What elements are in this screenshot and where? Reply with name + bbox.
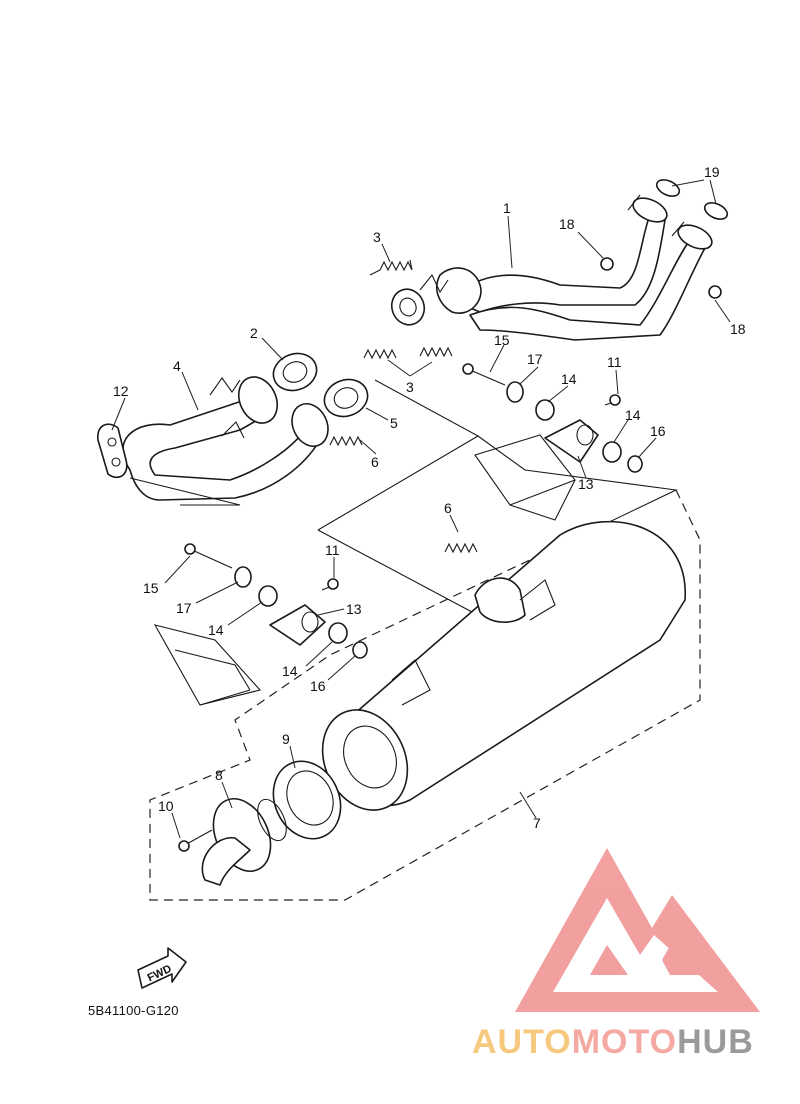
exhaust-pipe-front bbox=[436, 194, 713, 341]
callout-13-right: 13 bbox=[578, 476, 594, 492]
callout-5: 5 bbox=[390, 415, 398, 431]
gasket-19a bbox=[655, 179, 681, 197]
leader-lines bbox=[111, 179, 731, 839]
callout-3-bottom: 3 bbox=[406, 379, 414, 395]
callout-11-right: 11 bbox=[607, 354, 622, 370]
gasket-2 bbox=[272, 352, 318, 392]
callout-6-upper: 6 bbox=[371, 454, 379, 470]
callout-6-lower: 6 bbox=[444, 500, 452, 516]
callout-14-a: 14 bbox=[561, 371, 577, 387]
grommet-14b bbox=[602, 441, 622, 463]
nut-18a bbox=[600, 257, 614, 271]
bolt-11b bbox=[321, 578, 339, 591]
callout-14-c: 14 bbox=[208, 622, 224, 638]
callout-3-top: 3 bbox=[373, 229, 381, 245]
callout-12: 12 bbox=[113, 383, 129, 399]
callout-10: 10 bbox=[158, 798, 174, 814]
collar-17b bbox=[234, 566, 252, 588]
automotohub-logo bbox=[515, 848, 760, 1012]
spring-6a bbox=[329, 435, 363, 447]
bracket-13a bbox=[544, 419, 599, 463]
frame-section-b bbox=[153, 624, 262, 706]
callout-15-left: 15 bbox=[143, 580, 159, 596]
gasket-5 bbox=[323, 378, 369, 418]
frame-section-a bbox=[474, 434, 576, 521]
callout-16-left: 16 bbox=[310, 678, 326, 694]
callout-18-right: 18 bbox=[730, 321, 746, 337]
callout-18-left: 18 bbox=[559, 216, 575, 232]
spring-3b bbox=[363, 348, 397, 360]
bolt-10 bbox=[178, 829, 213, 852]
callout-15-right: 15 bbox=[494, 332, 510, 348]
bracket-13b bbox=[269, 604, 326, 646]
callout-19: 19 bbox=[704, 164, 720, 180]
gasket-9 bbox=[272, 760, 342, 840]
fwd-arrow-icon: FWD bbox=[137, 947, 187, 989]
bolt-15a bbox=[462, 363, 506, 386]
callout-4: 4 bbox=[173, 358, 181, 374]
callout-17-left: 17 bbox=[176, 600, 192, 616]
callout-8: 8 bbox=[215, 767, 223, 783]
spring-3c bbox=[419, 346, 453, 358]
washer-16a bbox=[627, 455, 643, 473]
watermark-text: AUTOMOTOHUB bbox=[472, 1023, 754, 1061]
spring-6b bbox=[444, 542, 478, 554]
callout-7: 7 bbox=[533, 815, 541, 831]
damper-12 bbox=[97, 423, 128, 479]
grommet-14d bbox=[328, 622, 348, 644]
callout-11-left: 11 bbox=[325, 542, 340, 558]
bolt-15b bbox=[184, 543, 233, 569]
assembly-outlines bbox=[149, 379, 701, 901]
collar-17a bbox=[506, 381, 524, 403]
tail-pipe-8 bbox=[201, 798, 287, 886]
muffler bbox=[321, 520, 686, 811]
nut-18b bbox=[708, 285, 722, 299]
callout-14-b: 14 bbox=[625, 407, 641, 423]
washer-16b bbox=[352, 641, 368, 659]
gasket-19b bbox=[703, 202, 729, 220]
callout-9: 9 bbox=[282, 731, 290, 747]
callout-17-right: 17 bbox=[527, 351, 543, 367]
callout-14-d: 14 bbox=[282, 663, 298, 679]
diagram-code: 5B41100-G120 bbox=[88, 1003, 179, 1018]
callout-2: 2 bbox=[250, 325, 258, 341]
pipe-flange bbox=[390, 273, 449, 326]
exhaust-pipe-middle bbox=[122, 376, 329, 506]
callouts: 1 2 3 3 4 5 6 6 7 8 9 10 11 11 12 13 13 … bbox=[113, 164, 746, 831]
callout-1: 1 bbox=[503, 200, 511, 216]
bolt-11a bbox=[604, 394, 621, 406]
grommet-14c bbox=[258, 585, 278, 607]
callout-16-right: 16 bbox=[650, 423, 666, 439]
spring-3a bbox=[369, 259, 413, 276]
callout-13-left: 13 bbox=[346, 601, 362, 617]
grommet-14a bbox=[535, 399, 555, 421]
